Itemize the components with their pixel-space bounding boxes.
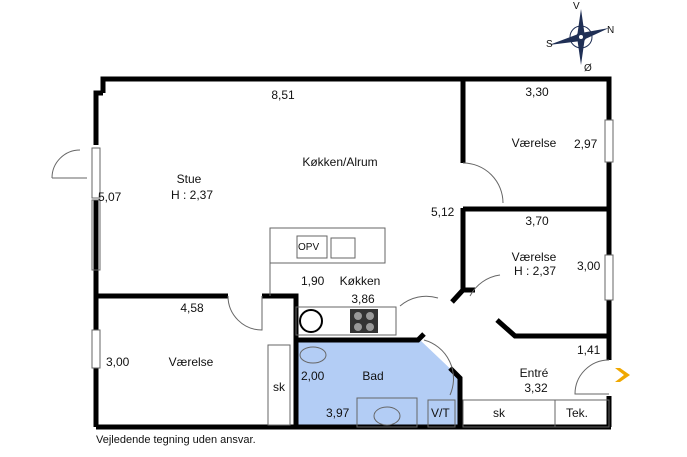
room-label-vaerelse-3: Værelse bbox=[168, 355, 214, 369]
fan-icon bbox=[299, 309, 323, 333]
dim-label: 5,12 bbox=[431, 205, 455, 219]
compass-south: S bbox=[546, 39, 553, 50]
dim-label: 3,30 bbox=[525, 85, 549, 99]
dim-label: 3,97 bbox=[326, 406, 350, 420]
room-label-bad: Bad bbox=[362, 369, 384, 383]
disclaimer: Vejledende tegning uden ansvar. bbox=[96, 434, 256, 446]
technical-room-label: Tek. bbox=[566, 406, 589, 420]
dim-label: 8,51 bbox=[271, 88, 295, 102]
room-label-vaerelse-1: Værelse bbox=[511, 136, 557, 150]
dim-label: 3,32 bbox=[524, 381, 548, 395]
compass-west: V bbox=[573, 1, 580, 12]
dim-label: 2,00 bbox=[301, 369, 325, 383]
room-label-kokken: Køkken bbox=[339, 274, 381, 288]
dishwasher-label: OPV bbox=[298, 242, 320, 253]
dim-label: 2,97 bbox=[574, 137, 598, 151]
room-height-stue: H : 2,37 bbox=[170, 188, 214, 202]
dim-label: 3,00 bbox=[577, 259, 601, 273]
dim-label: 1,41 bbox=[577, 343, 601, 357]
closet-label: sk bbox=[273, 380, 285, 394]
closet-label: sk bbox=[493, 406, 505, 420]
stove-icon bbox=[350, 309, 378, 333]
bathroom-fill bbox=[296, 340, 460, 425]
dim-label: 5,07 bbox=[98, 190, 122, 204]
room-height-vaerelse-2: H : 2,37 bbox=[513, 264, 557, 278]
room-label-entre: Entré bbox=[519, 366, 549, 380]
room-label-stue: Stue bbox=[176, 172, 202, 186]
room-label-kokken-alrum: Køkken/Alrum bbox=[302, 155, 378, 169]
entry-arrow-icon bbox=[615, 368, 630, 382]
dim-label: 3,00 bbox=[106, 355, 130, 369]
dim-label: 3,70 bbox=[525, 214, 549, 228]
dim-label: 3,86 bbox=[351, 292, 375, 306]
compass-icon bbox=[549, 9, 609, 65]
washer-dryer-label: V/T bbox=[431, 406, 450, 420]
fixtures-lines bbox=[51, 119, 614, 428]
dim-label: 1,90 bbox=[301, 274, 325, 288]
compass-north: N bbox=[607, 25, 615, 36]
room-label-vaerelse-2: Værelse bbox=[511, 250, 557, 264]
compass-east: Ø bbox=[584, 63, 592, 74]
dim-label: 4,58 bbox=[180, 301, 204, 315]
walls bbox=[93, 76, 612, 430]
